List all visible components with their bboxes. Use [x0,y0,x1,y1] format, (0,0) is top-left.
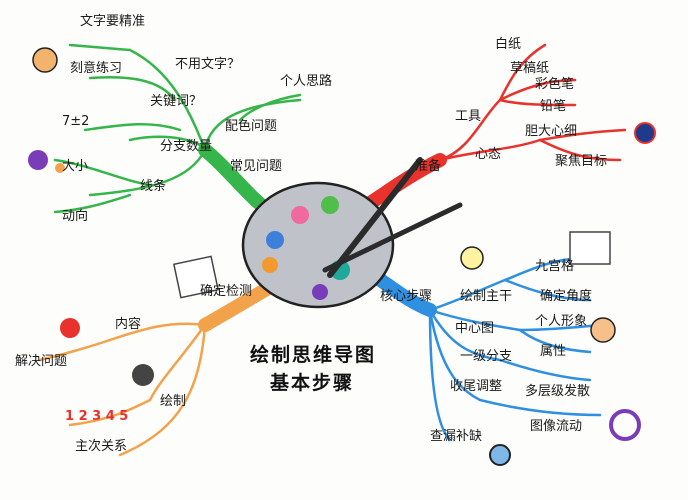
label-focus: 聚焦目标 [555,154,608,169]
grid-icon [569,231,611,265]
label-draw: 绘制 [160,394,187,409]
label-layers: 多层级发散 [525,384,591,399]
label-bold: 胆大心细 [525,124,578,139]
target-icon [634,122,656,144]
label-prepare: 准备 [415,159,442,174]
blue-sub-branches [428,256,602,442]
palette-board [241,181,395,309]
label-draw-main: 绘制主干 [460,289,513,304]
title-line-2: 基本步骤 [270,372,355,394]
paint-blob-green [321,196,339,214]
face-icon [32,47,58,73]
film-icon [132,364,154,386]
brush-1 [327,157,423,278]
label-problems: 常见问题 [230,159,283,174]
label-drawing: 配色问题 [225,119,278,134]
label-size: 大小 [62,159,89,174]
label-keyword: 关键词？ [150,94,203,109]
label-problem: 解决问题 [15,354,68,369]
label-tools: 工具 [455,109,482,124]
label-draft: 草稿纸 [510,61,550,76]
brush-2 [322,202,463,273]
label-seven: 7±2 [62,114,90,129]
note-icon [172,255,220,299]
orange-ball-icon [55,163,65,173]
label-paper: 白纸 [495,37,522,52]
red-sub-branches [438,43,627,162]
label-core: 核心步骤 [380,289,433,304]
bulb-icon [460,246,484,270]
label-flow: 图像流动 [530,419,583,434]
label-nums: 1 2 3 4 5 [65,409,129,424]
label-center: 中心图 [455,321,495,336]
label-attr: 属性 [540,344,567,359]
paint-blob-purple [312,284,328,300]
person-icon [590,317,616,343]
paint-blob-blue [266,231,284,249]
title-line-1: 绘制思维导图 [250,344,377,366]
paint-blob-orange [262,257,278,273]
label-nine: 九宫格 [535,259,575,274]
label-content: 内容 [115,317,142,332]
magnifier-icon [489,444,511,466]
paint-blob-pink [291,206,309,224]
purple-ball-icon [28,150,48,170]
label-personal: 个人形象 [535,314,588,329]
label-layout: 个人思路 [280,74,333,89]
label-move: 动向 [62,209,89,224]
question-icon [60,318,80,338]
label-level: 分支数量 [160,139,213,154]
label-colorpen: 彩色笔 [535,77,575,92]
label-tieline: 线条 [140,179,167,194]
label-mindset: 心态 [475,147,502,162]
label-pencil: 铅笔 [540,99,567,114]
label-branch: 一级分支 [460,349,513,364]
orange-sub-branches [38,322,207,457]
label-main: 主次关系 [75,439,128,454]
swirl-icon [609,409,641,441]
green-sub-branches [53,43,302,214]
label-extra: 确定检测 [200,284,253,299]
label-check: 查漏补缺 [430,429,483,444]
label-text-precise: 文字要精准 [80,14,146,29]
label-practice: 刻意练习 [70,61,123,76]
label-line: 收尾调整 [450,379,503,394]
label-angle: 确定角度 [540,289,593,304]
label-no-words: 不用文字？ [175,57,241,72]
